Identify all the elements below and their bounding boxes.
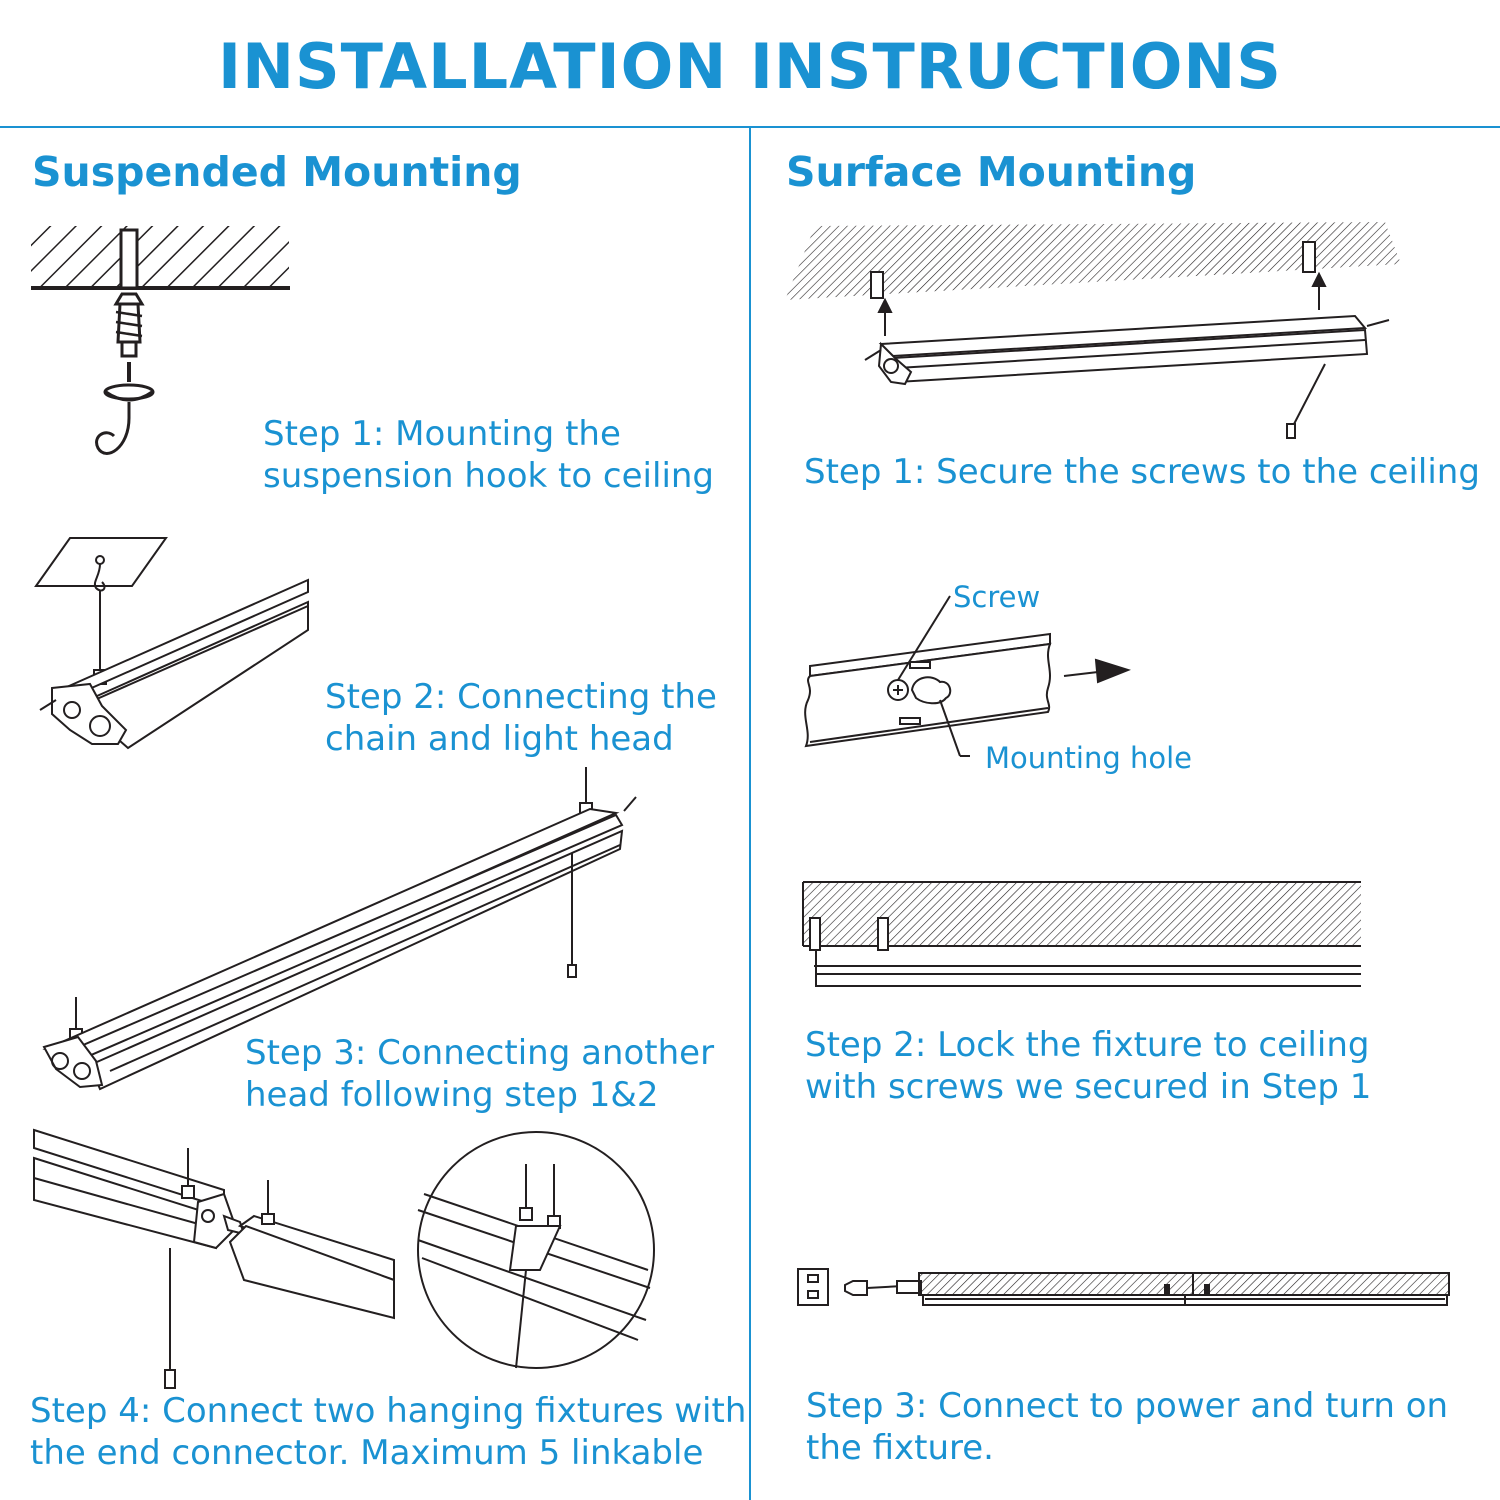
suspended-mounting-heading: Suspended Mounting xyxy=(32,148,522,196)
header-divider xyxy=(0,126,1500,128)
page-title: INSTALLATION INSTRUCTIONS xyxy=(218,30,1282,103)
fixture-locked-illustration xyxy=(800,878,1361,993)
screw-callout: Screw xyxy=(953,580,1041,614)
suspended-step-2: Step 2: Connecting the chain and light h… xyxy=(325,677,717,759)
ceiling-screws-illustration xyxy=(785,222,1401,450)
surface-step-2: Step 2: Lock the fixture to ceiling with… xyxy=(805,1025,1372,1107)
suspended-step-4: Step 4: Connect two hanging fixtures wit… xyxy=(30,1391,747,1473)
column-divider xyxy=(749,128,751,1500)
mounting-hole-detail-illustration xyxy=(800,590,1140,770)
surface-mounting-heading: Surface Mounting xyxy=(786,148,1197,196)
end-connector-illustration xyxy=(30,1130,660,1395)
mounting-hole-callout: Mounting hole xyxy=(985,741,1192,775)
second-head-illustration xyxy=(30,765,645,1095)
chain-connection-illustration xyxy=(30,530,315,765)
suspended-step-3: Step 3: Connecting another head followin… xyxy=(245,1033,715,1115)
surface-step-1: Step 1: Secure the screws to the ceiling xyxy=(804,452,1480,492)
suspension-hook-illustration xyxy=(31,226,298,472)
power-connection-illustration xyxy=(795,1265,1460,1345)
suspended-step-1: Step 1: Mounting the suspension hook to … xyxy=(263,414,715,496)
surface-step-3: Step 3: Connect to power and turn on the… xyxy=(806,1386,1449,1468)
